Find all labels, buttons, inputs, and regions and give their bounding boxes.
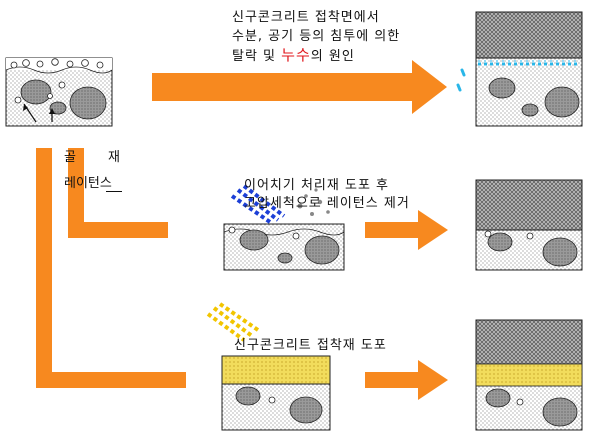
adhesive-layer bbox=[221, 355, 331, 385]
bottom-process-block bbox=[206, 302, 331, 431]
label-aggregate-a: 골 bbox=[64, 150, 76, 165]
aggregate-rock bbox=[49, 101, 67, 115]
bottom-arrow bbox=[365, 360, 448, 400]
water-drops bbox=[460, 68, 466, 77]
middle-process-block bbox=[223, 184, 345, 271]
top-caption-line3-post: 의 원인 bbox=[310, 49, 355, 64]
result-block-top bbox=[456, 11, 583, 127]
result-block-middle bbox=[475, 179, 583, 271]
debris-particles bbox=[297, 188, 330, 216]
aggregate-rock bbox=[69, 86, 107, 120]
bottom-caption: 신구콘크리트 접착재 도포 bbox=[234, 338, 387, 353]
flow-arrows bbox=[36, 60, 448, 400]
mid-branch-stem bbox=[68, 148, 84, 238]
bottom-branch-bar bbox=[36, 372, 186, 388]
adhesive-layer bbox=[475, 363, 583, 387]
vertical-trunk bbox=[36, 148, 52, 388]
top-caption-line3-pre: 탈락 및 bbox=[232, 49, 282, 64]
top-caption-line3: 탈락 및 누수의 원인 bbox=[232, 44, 355, 65]
original-concrete-sample bbox=[5, 57, 113, 127]
adhesive-spray bbox=[206, 302, 260, 342]
result-block-bottom bbox=[475, 319, 583, 431]
high-pressure-spray bbox=[230, 184, 286, 224]
label-aggregate-b: 재 bbox=[108, 150, 120, 165]
top-caption-line1: 신구콘크리트 접착면에서 bbox=[232, 10, 380, 25]
top-caption-line2: 수분, 공기 등의 침투에 의한 bbox=[232, 29, 401, 44]
mid-caption-line2: 고압세척으로 레이턴스 제거 bbox=[244, 196, 410, 211]
laitance-underline bbox=[106, 191, 122, 192]
mid-caption-line1: 이어치기 처리재 도포 후 bbox=[244, 178, 389, 193]
aggregate-rock bbox=[20, 79, 52, 105]
mid-branch-bar bbox=[68, 222, 168, 238]
label-laitance: 레이턴스 bbox=[64, 176, 112, 191]
mid-arrow bbox=[365, 210, 448, 250]
top-arrow bbox=[152, 60, 447, 114]
leak-highlight: 누수 bbox=[281, 46, 311, 64]
